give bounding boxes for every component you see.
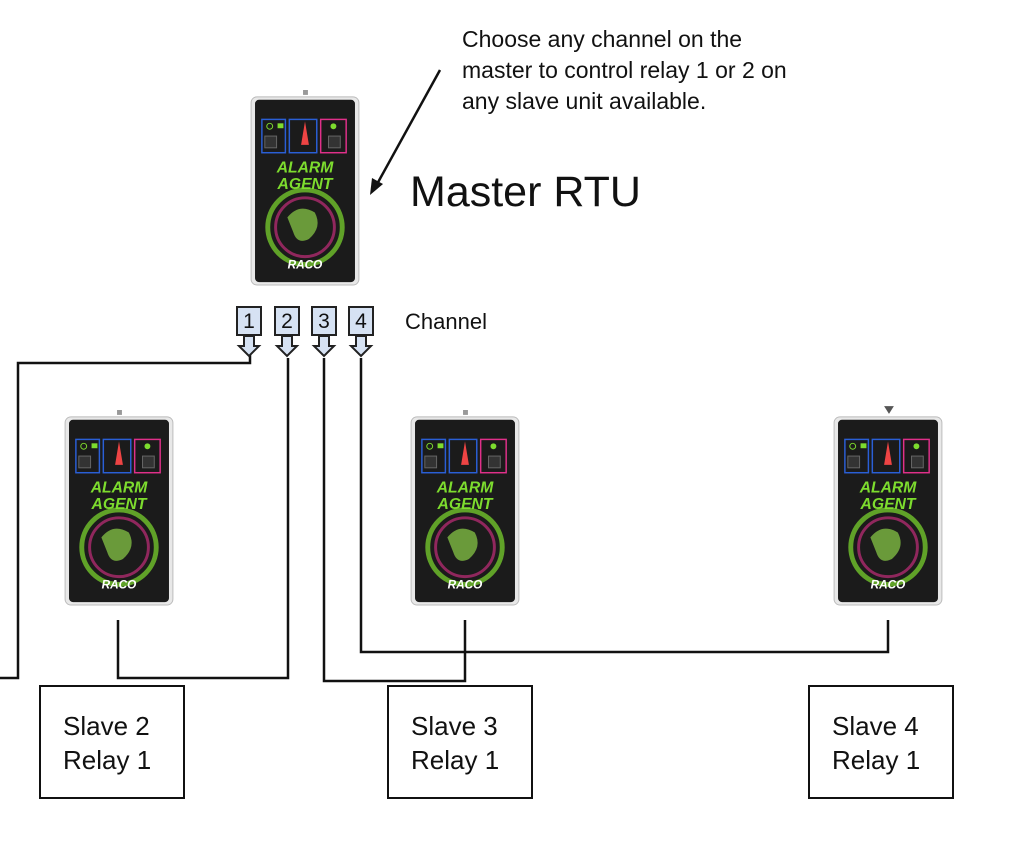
annotation-arrowhead — [370, 178, 383, 195]
slave-3-logo-brand: RACO — [448, 578, 483, 591]
channel-label: Channel — [405, 309, 487, 334]
master-title: Master RTU — [410, 168, 641, 216]
slave-3-device: ALARM AGENT RACO — [409, 410, 521, 611]
channel-3[interactable]: 3 — [311, 306, 337, 360]
slave-2-relay-box: Slave 2 Relay 1 — [39, 685, 185, 799]
annotation-line-2: master to control relay 1 or 2 on — [462, 57, 787, 83]
slave-3-logo-line1: ALARM — [436, 479, 495, 496]
slave-3-relay: Relay 1 — [411, 745, 500, 775]
slave-4-name: Slave 4 — [832, 711, 919, 741]
channel-4-label: 4 — [348, 306, 374, 336]
slave-2-relay: Relay 1 — [63, 745, 152, 775]
master-logo-line1: ALARM — [276, 159, 335, 176]
channel-2-arrow — [274, 335, 300, 358]
annotation-text: Choose any channel on the master to cont… — [462, 24, 882, 117]
slave-3-device-graphic: ALARM AGENT RACO — [410, 410, 520, 606]
wire-channel-4 — [359, 358, 890, 654]
slave-2-device: ALARM AGENT RACO — [63, 410, 175, 611]
master-logo-brand: RACO — [288, 258, 323, 271]
channel-1[interactable]: 1 — [236, 306, 262, 360]
slave-2-logo-line1: ALARM — [90, 479, 149, 496]
annotation-arrow-line — [374, 69, 442, 187]
wire-channel-1 — [0, 355, 252, 680]
slave-3-relay-box: Slave 3 Relay 1 — [387, 685, 533, 799]
annotation-line-3: any slave unit available. — [462, 88, 707, 114]
slave-4-device-graphic: ALARM AGENT RACO — [833, 406, 943, 606]
channel-1-label: 1 — [236, 306, 262, 336]
wire-channel-3 — [322, 358, 467, 683]
slave-4-logo-line1: ALARM — [859, 479, 918, 496]
channel-2-label: 2 — [274, 306, 300, 336]
slave-2-logo-brand: RACO — [102, 578, 137, 591]
slave-4-logo-line2: AGENT — [860, 496, 917, 513]
slave-4-relay: Relay 1 — [832, 745, 921, 775]
master-logo-line2: AGENT — [277, 176, 334, 193]
slave-2-logo-line2: AGENT — [91, 496, 148, 513]
channel-2[interactable]: 2 — [274, 306, 300, 360]
channel-4[interactable]: 4 — [348, 306, 374, 360]
channel-3-arrow — [311, 335, 337, 358]
channel-1-arrow — [236, 335, 262, 358]
annotation-line-1: Choose any channel on the — [462, 26, 743, 52]
wire-channel-2 — [116, 358, 290, 680]
slave-4-logo-brand: RACO — [871, 578, 906, 591]
slave-2-name: Slave 2 — [63, 711, 150, 741]
slave-4-device: ALARM AGENT RACO — [832, 406, 944, 611]
master-device: ALARM AGENT RACO — [249, 90, 361, 291]
slave-3-logo-line2: AGENT — [437, 496, 494, 513]
channel-4-arrow — [348, 335, 374, 358]
master-device-graphic: ALARM AGENT RACO — [250, 90, 360, 286]
slave-2-device-graphic: ALARM AGENT RACO — [64, 410, 174, 606]
slave-4-relay-box: Slave 4 Relay 1 — [808, 685, 954, 799]
slave-3-name: Slave 3 — [411, 711, 498, 741]
channel-3-label: 3 — [311, 306, 337, 336]
